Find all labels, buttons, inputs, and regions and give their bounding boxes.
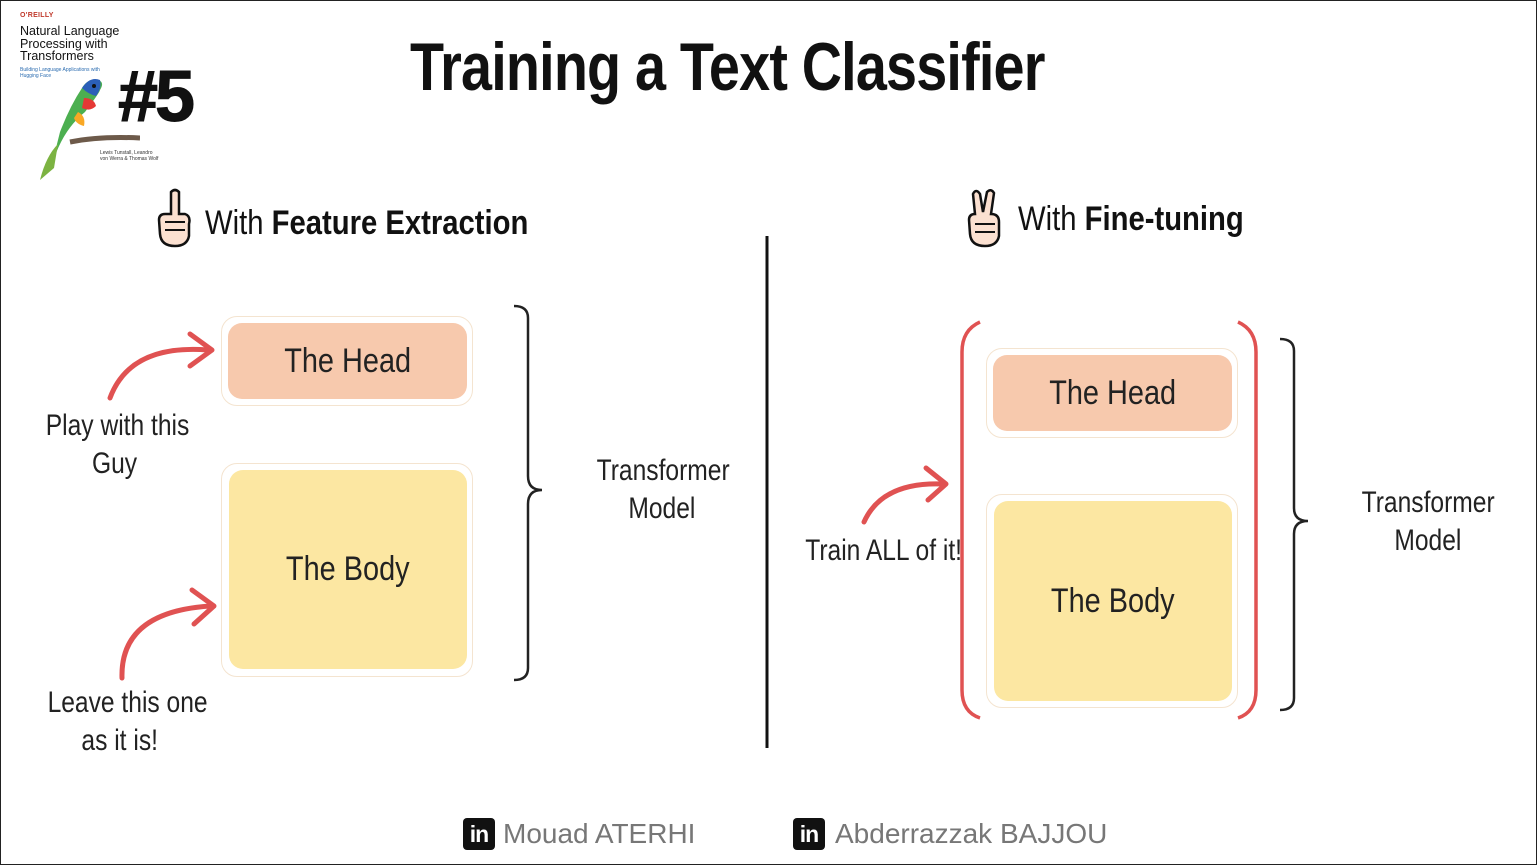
right-body-outline [986, 494, 1238, 708]
page-title: Training a Text Classifier [410, 29, 1045, 105]
right-body-block: The Body [994, 501, 1232, 701]
right-heading-bold: Fine-tuning [1084, 200, 1244, 238]
parrot-illustration [40, 79, 140, 180]
note-leave-line1: Leave this one [47, 686, 208, 719]
note-train-all-text: Train ALL of it! [805, 534, 963, 567]
red-bracket-left [960, 320, 981, 720]
episode-number: #5 [117, 57, 195, 138]
book-publisher: O'REILLY [20, 12, 54, 19]
left-model-line1: Transformer [596, 454, 730, 487]
right-heading-prefix: With [1018, 200, 1077, 238]
left-body-label: The Body [286, 550, 410, 588]
note-leave-line2: as it is! [81, 724, 159, 757]
right-model-label: Transformer Model [1346, 484, 1510, 560]
credit-name-1: Mouad ATERHI [503, 818, 696, 849]
arrow-to-left-head-tip [187, 331, 215, 369]
note-play-line1: Play with this [45, 409, 190, 442]
left-body-outline [221, 463, 473, 677]
linkedin-icon: in [793, 818, 825, 850]
left-heading: With Feature Extraction [205, 204, 528, 243]
book-authors: Lewis Tunstall, Leandro von Werra & Thom… [100, 150, 159, 162]
left-head-label: The Head [284, 341, 411, 380]
right-head-outline [986, 348, 1238, 438]
right-model-line1: Transformer [1361, 486, 1495, 519]
credit-name-2: Abderrazzak BAJJOU [835, 818, 1108, 849]
left-heading-bold: Feature Extraction [271, 204, 529, 242]
note-train-all: Train ALL of it! [788, 532, 962, 570]
note-leave-body: Leave this one as it is! [30, 684, 210, 760]
arrow-to-right-model [861, 481, 945, 525]
book-title: Natural Language Processing with Transfo… [20, 24, 120, 63]
right-heading: With Fine-tuning [1018, 200, 1244, 239]
left-head-outline [221, 316, 473, 406]
arrow-to-right-model-tip [923, 465, 949, 503]
note-play-with-head: Play with this Guy [30, 407, 200, 483]
red-bracket-right [1237, 320, 1258, 720]
left-model-label: Transformer Model [582, 452, 742, 528]
left-head-block: The Head [228, 323, 467, 399]
right-head-block: The Head [993, 355, 1232, 431]
right-body-label: The Body [1051, 581, 1175, 620]
one-finger-hand-icon [157, 188, 191, 248]
book-subtitle: Building Language Applications with Hugg… [20, 67, 100, 79]
arrow-to-left-body-tip [189, 587, 217, 627]
right-head-label: The Head [1049, 373, 1176, 412]
two-finger-hand-icon [967, 189, 1001, 248]
left-body-block: The Body [229, 470, 467, 669]
linkedin-icon: in [463, 818, 495, 850]
left-bracket [513, 304, 543, 682]
right-model-line2: Model [1394, 524, 1462, 557]
arrow-to-left-head [107, 346, 211, 401]
arrow-to-left-body [119, 603, 213, 681]
note-play-line2: Guy [92, 447, 138, 480]
book-cover: O'REILLY Natural Language Processing wit… [18, 10, 168, 180]
left-heading-prefix: With [205, 204, 264, 242]
left-model-line2: Model [628, 492, 696, 525]
right-bracket [1279, 337, 1309, 712]
